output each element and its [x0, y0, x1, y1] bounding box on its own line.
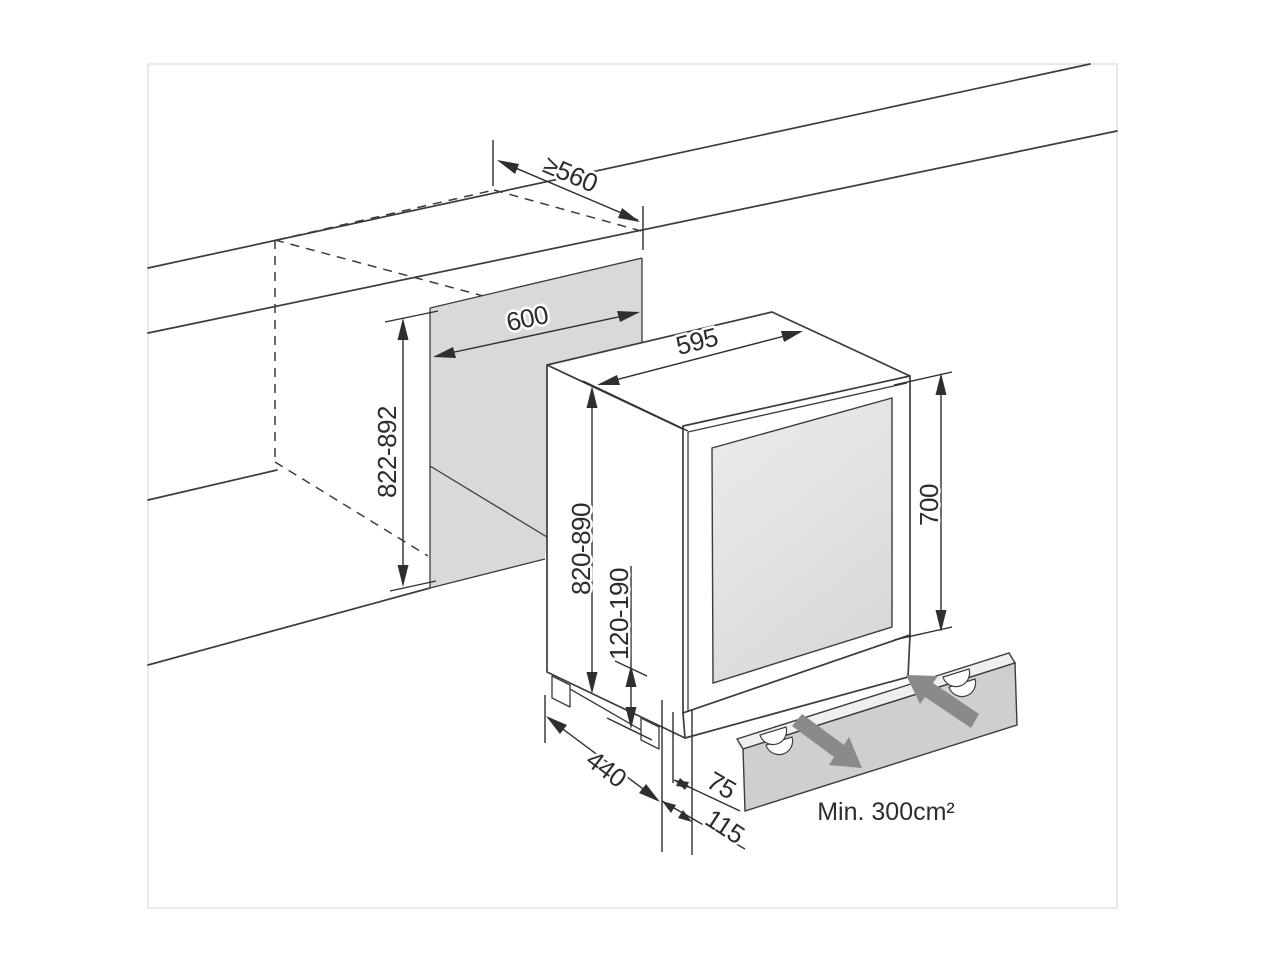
extension-line-door-top	[582, 380, 689, 432]
door-glass-panel	[711, 397, 893, 684]
recess-large-label: 115	[700, 803, 750, 850]
dim-niche-height: 822-892	[370, 310, 439, 592]
door-height-label: 700	[914, 484, 944, 526]
dim-plinth-height: 120-190	[602, 566, 653, 741]
plinth-height-label: 120-190	[604, 568, 634, 660]
niche-back-wall	[430, 258, 642, 537]
vent-notch-left	[765, 736, 794, 756]
vent-notch-right	[948, 678, 977, 698]
niche-top-back-edge	[276, 189, 495, 241]
door-edge-inner-line	[687, 382, 908, 714]
appliance-height-label: 820-890	[566, 503, 596, 595]
worktop-lines	[147, 63, 1118, 666]
niche-top-right-edge	[493, 189, 642, 232]
dim-appliance-height: 820-890	[564, 386, 599, 694]
airflow-in-arrow	[906, 675, 979, 728]
drawing-border	[147, 63, 1118, 909]
appliance-front-foot	[640, 717, 660, 750]
appliance	[546, 311, 911, 750]
dim-recess-small: 75	[673, 763, 744, 812]
ventilation-note: Min. 300cm²	[817, 798, 955, 826]
niche-interior	[429, 257, 643, 589]
bottom-extension-lines	[544, 695, 693, 855]
appliance-back-foot	[551, 675, 571, 708]
airflow-arrows	[792, 675, 979, 768]
dim-niche-depth: ≥560	[492, 140, 644, 250]
niche-bottom-left-edge	[274, 461, 429, 557]
dim-recess-large: 115	[661, 800, 752, 852]
base-depth-label: 440	[581, 744, 633, 793]
niche-floor	[430, 466, 547, 588]
appliance-plinth-recess-line	[569, 688, 642, 731]
recess-small-label: 75	[702, 765, 741, 805]
niche-height-label: 822-892	[372, 406, 402, 498]
dim-door-height: 700	[893, 371, 953, 641]
airflow-out-arrow	[792, 714, 862, 768]
